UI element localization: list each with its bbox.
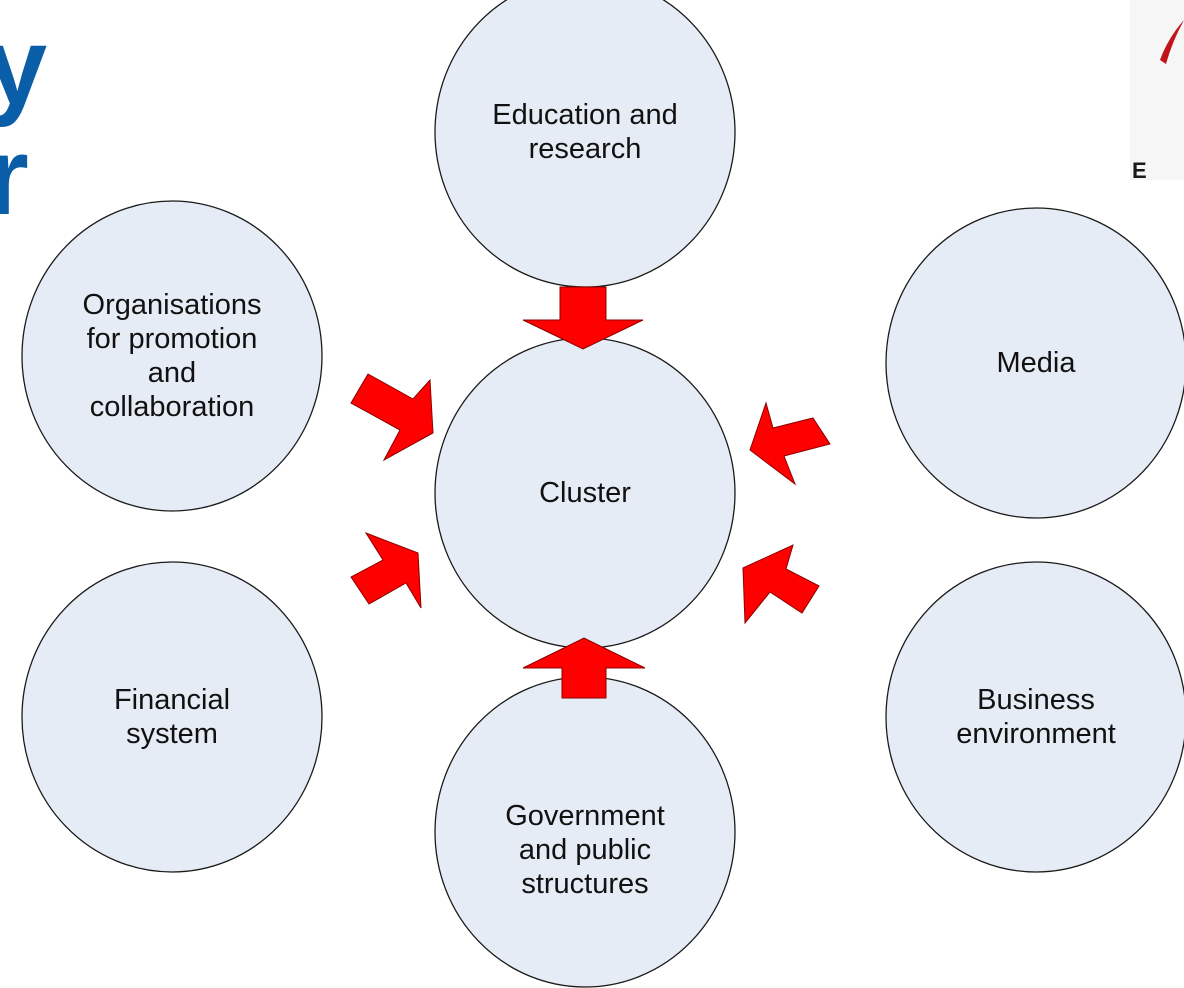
logo-text: E — [1132, 158, 1147, 183]
title-fragment-1: y — [0, 5, 48, 128]
node-media — [885, 207, 1184, 519]
node-label-media: Media — [996, 347, 1076, 379]
title-fragment-2: r — [0, 115, 29, 238]
arrow-bottom-icon — [522, 637, 646, 699]
node-organisations — [21, 200, 323, 512]
node-financial-system — [21, 561, 323, 873]
arrow-upper-left-icon — [350, 373, 434, 462]
arrow-top-icon — [522, 286, 644, 350]
arrow-lower-right-icon — [742, 544, 820, 625]
node-label-cluster: Cluster — [539, 477, 631, 509]
node-business-environment — [885, 561, 1184, 873]
arrow-lower-left-icon — [350, 531, 422, 609]
arrow-upper-right-icon — [749, 401, 831, 486]
logo-swoosh-icon — [1160, 20, 1184, 64]
logo: E — [1130, 0, 1184, 183]
